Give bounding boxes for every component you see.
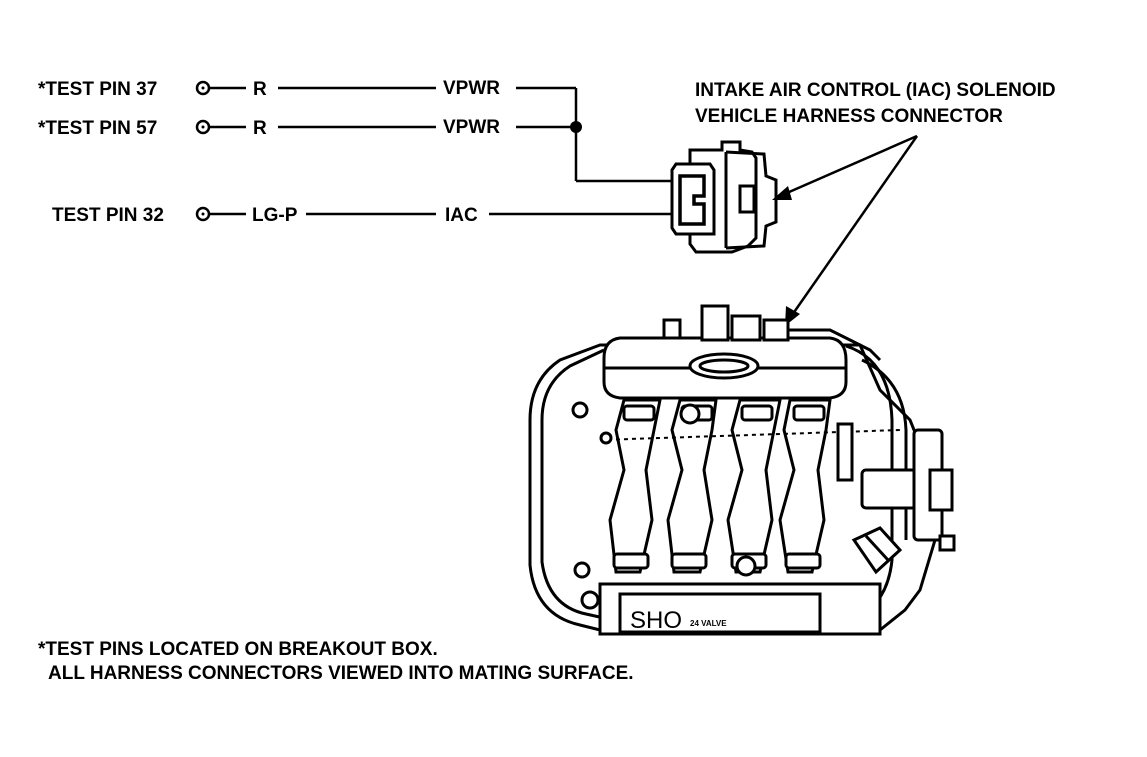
vpwr-splice xyxy=(570,88,690,183)
pin-terminal-dot-icon xyxy=(201,86,205,90)
signal-label: VPWR xyxy=(443,78,500,99)
pin-label: TEST PIN 32 xyxy=(52,205,164,226)
connector-title: INTAKE AIR CONTROL (IAC) SOLENOID VEHICL… xyxy=(695,80,1056,127)
engine-badge: SHO xyxy=(630,607,682,634)
wire-color-label: R xyxy=(253,79,267,100)
pin-row-32: TEST PIN 32 LG-P IAC xyxy=(52,205,690,226)
pin-terminal-dot-icon xyxy=(201,125,205,129)
footnote-line1: *TEST PINS LOCATED ON BREAKOUT BOX. xyxy=(38,639,438,660)
engine-illustration: SHO 24 VALVE xyxy=(528,304,956,636)
connector-title-line2: VEHICLE HARNESS CONNECTOR xyxy=(695,106,1003,127)
iac-harness-connector-icon xyxy=(670,140,778,254)
wire-color-label: R xyxy=(253,118,267,139)
signal-label: VPWR xyxy=(443,117,500,138)
leader-line-to-connector xyxy=(779,134,918,198)
pin-row-37: *TEST PIN 37 R VPWR xyxy=(38,78,576,100)
pin-label: *TEST PIN 57 xyxy=(38,118,157,139)
oval-logo-icon xyxy=(688,352,760,380)
splice-dot-icon xyxy=(570,121,582,133)
pin-terminal-dot-icon xyxy=(201,212,205,216)
pin-label: *TEST PIN 37 xyxy=(38,79,157,100)
pin-row-57: *TEST PIN 57 R VPWR xyxy=(38,117,576,139)
connector-title-line1: INTAKE AIR CONTROL (IAC) SOLENOID xyxy=(695,80,1056,101)
arrow-head-icon xyxy=(772,186,792,200)
wire-color-label: LG-P xyxy=(252,205,298,226)
leader-arrows xyxy=(772,134,919,326)
footnote-line2: ALL HARNESS CONNECTORS VIEWED INTO MATIN… xyxy=(48,663,634,684)
leader-line-to-engine xyxy=(788,135,919,319)
signal-label: IAC xyxy=(445,205,478,226)
engine-badge-sub: 24 VALVE xyxy=(690,619,727,628)
footnote: *TEST PINS LOCATED ON BREAKOUT BOX. ALL … xyxy=(38,639,634,684)
